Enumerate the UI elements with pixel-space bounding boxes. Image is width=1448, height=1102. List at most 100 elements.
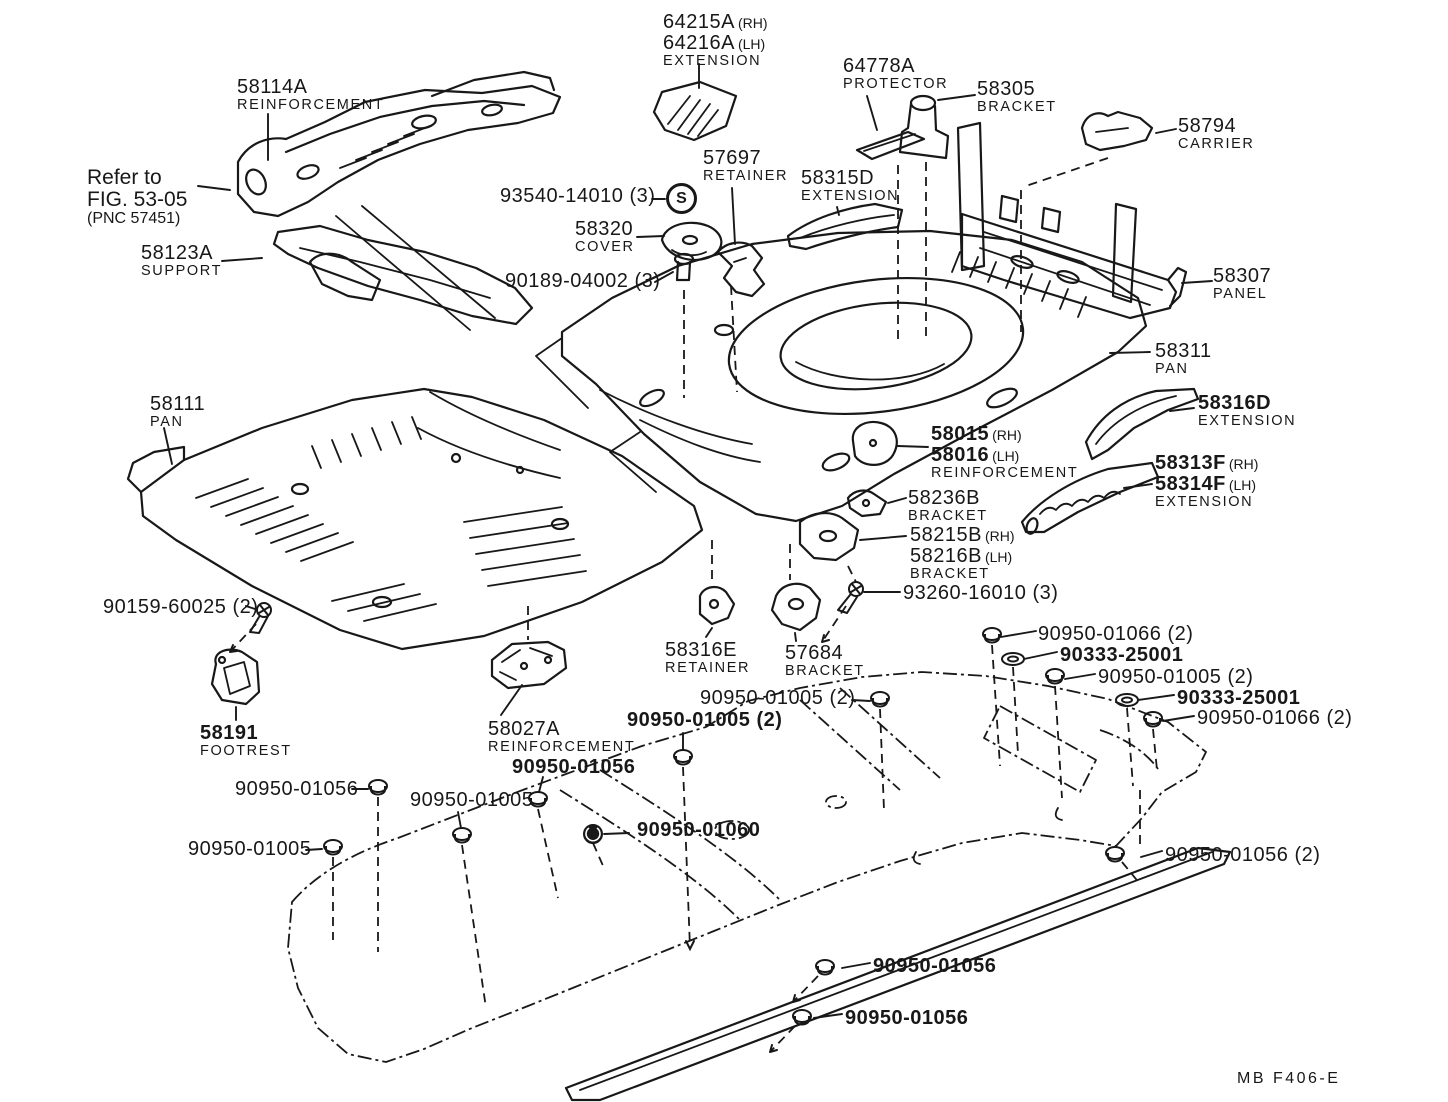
label-90950-01056-bottom-a: 90950-01056	[873, 956, 996, 977]
label-58191-footrest-line: 58191	[200, 722, 259, 744]
label-58215b-58216b-bracket: 58215B(RH)58216B(LH)BRACKET	[910, 525, 1015, 582]
label-58305-bracket-line: BRACKET	[977, 98, 1057, 115]
label-57697-retainer-line: 57697	[703, 147, 762, 169]
label-58315d-extension-line: EXTENSION	[801, 187, 900, 204]
label-64215a-extension: 64215A(RH)64216A(LH)EXTENSION	[663, 12, 768, 69]
label-58794-carrier-line: CARRIER	[1178, 135, 1255, 152]
label-90950-01056-left-line: 90950-01056	[235, 778, 359, 800]
label-58111-pan-line: 58111	[150, 393, 206, 415]
label-58123a-support-line: SUPPORT	[141, 262, 223, 279]
label-refer-fig-53-05-line: (PNC 57451)	[87, 209, 181, 227]
label-90950-01005-mid-bold-line: 90950-01005 (2)	[627, 709, 783, 731]
label-58313f-58314f-extension: 58313F(RH)58314F(LH)EXTENSION	[1155, 453, 1258, 510]
label-64778a-protector-line: 64778A	[843, 55, 915, 77]
label-90950-01056-left: 90950-01056	[235, 779, 358, 800]
label-90950-01066-right-bottom: 90950-01066 (2)	[1197, 708, 1352, 729]
label-58015-58016-reinforcement-line: 58016(LH)	[931, 443, 1020, 466]
label-58313f-58314f-extension-line: EXTENSION	[1155, 493, 1254, 510]
label-90950-01056-right: 90950-01056 (2)	[1165, 845, 1320, 866]
label-64215a-extension-suffix: (RH)	[737, 15, 768, 31]
label-58316e-retainer-line: 58316E	[665, 639, 737, 661]
label-58305-bracket-line: 58305	[977, 78, 1036, 100]
label-58027a-reinforcement-line: REINFORCEMENT	[488, 738, 636, 755]
label-90950-01060-line: 90950-01060	[637, 819, 761, 841]
label-90950-01056-bottom-b-line: 90950-01056	[845, 1007, 969, 1029]
label-90950-01066-right-top-line: 90950-01066 (2)	[1038, 623, 1194, 645]
label-58215b-58216b-bracket-suffix: (RH)	[984, 528, 1015, 544]
label-93260-16010-line: 93260-16010 (3)	[903, 582, 1059, 604]
label-58313f-58314f-extension-suffix: (RH)	[1228, 456, 1259, 472]
label-58015-58016-reinforcement-line: 58015(RH)	[931, 423, 1022, 445]
label-s-mark: S	[666, 183, 697, 214]
label-58215b-58216b-bracket-suffix: (LH)	[984, 548, 1013, 565]
label-90950-01060: 90950-01060	[637, 820, 760, 841]
label-90333-25001-b-line: 90333-25001	[1177, 687, 1301, 709]
label-90159-60025-line: 90159-60025 (2)	[103, 596, 259, 618]
label-90950-01066-right-top: 90950-01066 (2)	[1038, 624, 1193, 645]
label-58313f-58314f-extension-line: 58314F(LH)	[1155, 472, 1257, 495]
label-58307-panel-line: 58307	[1213, 265, 1272, 287]
label-90950-01005-left-top-line: 90950-01005	[410, 789, 534, 811]
label-58316d-extension-line: 58316D	[1198, 392, 1272, 414]
label-58215b-58216b-bracket-line: BRACKET	[910, 565, 990, 582]
label-58794-carrier-line: 58794	[1178, 115, 1237, 137]
label-58015-58016-reinforcement-line: REINFORCEMENT	[931, 464, 1079, 481]
label-refer-fig-53-05-line: Refer to	[87, 166, 162, 189]
label-58191-footrest-line: FOOTREST	[200, 742, 292, 759]
label-58111-pan-line: PAN	[150, 413, 184, 430]
label-93260-16010: 93260-16010 (3)	[903, 583, 1058, 604]
label-58320-cover-line: 58320	[575, 218, 634, 240]
label-58307-panel-line: PANEL	[1213, 285, 1268, 302]
label-90950-01056-bold-mid: 90950-01056	[512, 757, 635, 778]
label-57684-bracket-line: BRACKET	[785, 662, 865, 679]
label-90950-01005-mid: 90950-01005 (2)	[700, 688, 855, 709]
label-58215b-58216b-bracket-line: 58216B(LH)	[910, 544, 1013, 567]
label-58316d-extension-line: EXTENSION	[1198, 412, 1297, 429]
label-90950-01005-left-top: 90950-01005	[410, 790, 533, 811]
label-90950-01005-right: 90950-01005 (2)	[1098, 667, 1253, 688]
label-90950-01005-right-line: 90950-01005 (2)	[1098, 666, 1254, 688]
label-90950-01056-bold-mid-line: 90950-01056	[512, 756, 636, 778]
label-s-mark-line: S	[666, 183, 697, 214]
label-58027a-reinforcement-line: 58027A	[488, 718, 560, 740]
label-64215a-extension-line: 64216A(LH)	[663, 31, 766, 54]
label-64215a-extension-suffix: (LH)	[737, 35, 766, 52]
label-58015-58016-reinforcement: 58015(RH)58016(LH)REINFORCEMENT	[931, 424, 1078, 481]
label-90950-01005-mid-line: 90950-01005 (2)	[700, 687, 856, 709]
label-58316e-retainer-line: RETAINER	[665, 659, 751, 676]
label-90950-01056-right-line: 90950-01056 (2)	[1165, 844, 1321, 866]
label-58015-58016-reinforcement-suffix: (LH)	[992, 447, 1020, 464]
label-64778a-protector-line: PROTECTOR	[843, 75, 949, 92]
label-refer-fig-53-05-line: FIG. 53-05	[87, 187, 188, 211]
label-58236b-bracket-line: 58236B	[908, 487, 980, 509]
label-90333-25001-a-line: 90333-25001	[1060, 644, 1184, 666]
label-57684-bracket-line: 57684	[785, 642, 844, 664]
label-64215a-extension-line: 64215A(RH)	[663, 11, 768, 33]
label-58123a-support-line: 58123A	[141, 242, 213, 264]
label-90950-01056-bottom-b: 90950-01056	[845, 1008, 968, 1029]
label-90159-60025: 90159-60025 (2)	[103, 597, 258, 618]
label-93540-14010-line: 93540-14010 (3)	[500, 185, 656, 207]
label-90333-25001-b: 90333-25001	[1177, 688, 1300, 709]
label-93540-14010: 93540-14010 (3)	[500, 186, 655, 207]
label-90950-01005-left-bottom: 90950-01005	[188, 839, 311, 860]
label-58311-pan-line: PAN	[1155, 360, 1189, 377]
label-64215a-extension-line: EXTENSION	[663, 52, 762, 69]
label-58215b-58216b-bracket-line: 58215B(RH)	[910, 524, 1015, 546]
